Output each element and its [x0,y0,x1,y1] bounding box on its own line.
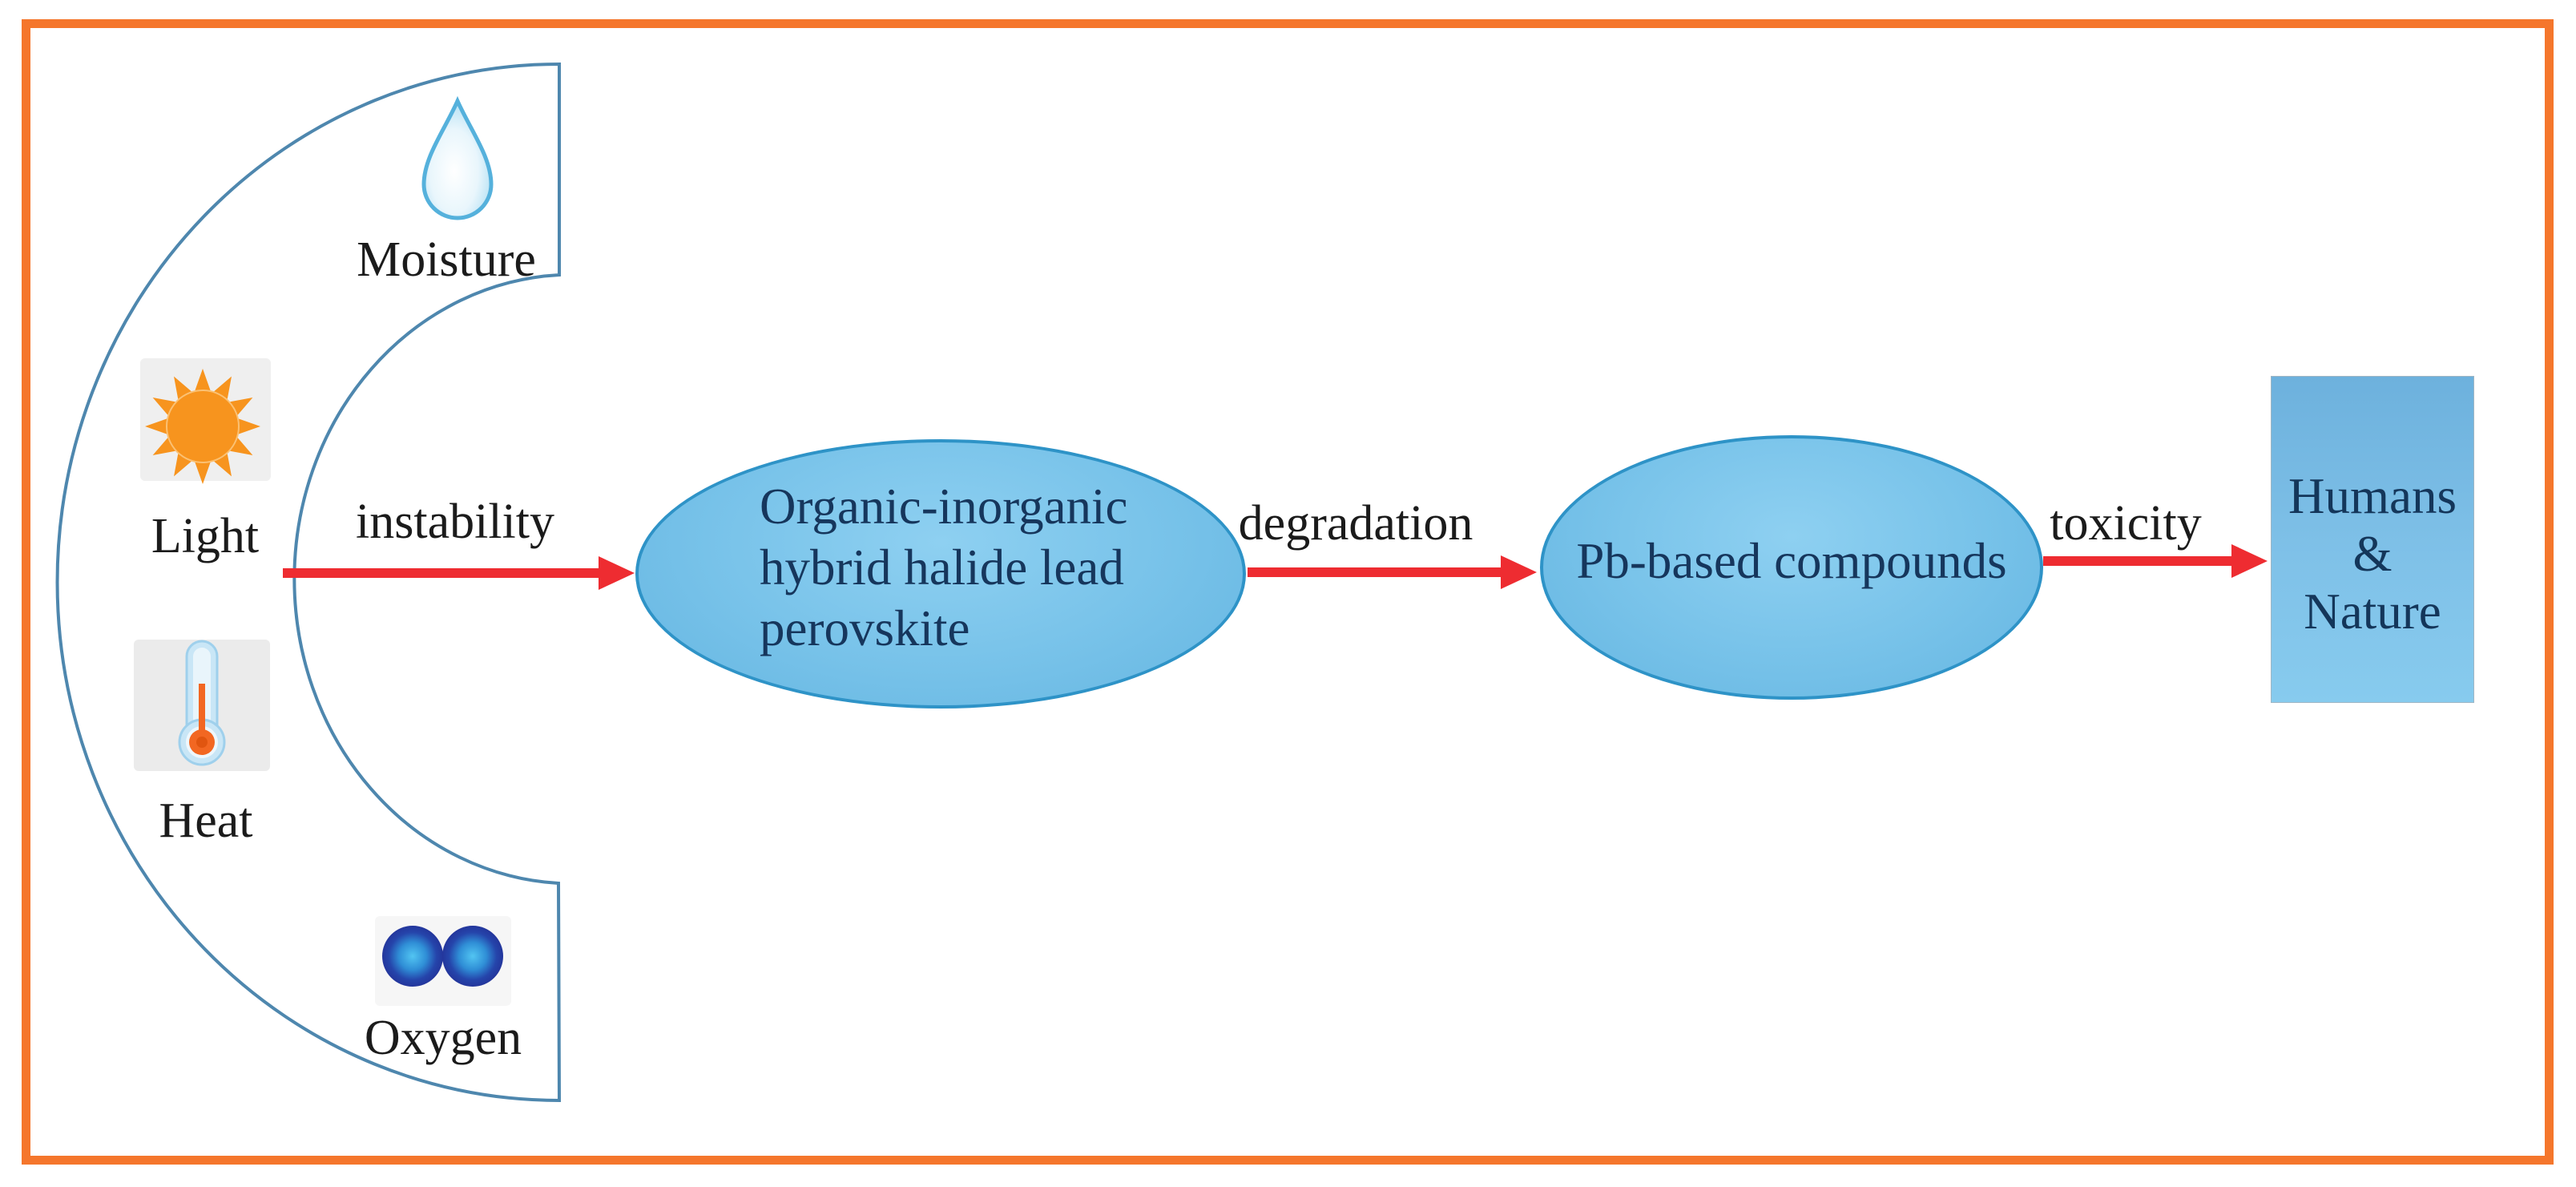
node-pb-compounds-text: Pb-based compounds [1576,533,2007,589]
node-perovskite-text: Organic-inorganic hybrid halide lead per… [760,478,1128,656]
figure-frame [22,19,2554,1165]
arrow-label-toxicity: toxicity [2050,496,2202,551]
toxicity-arrow [2043,544,2268,578]
factor-label-moisture: Moisture [357,232,536,287]
arrow-label-instability: instability [356,495,554,549]
water-droplet-icon [421,96,494,220]
node-pb-compounds [1540,435,2043,700]
node-perovskite [635,439,1246,709]
factor-label-light: Light [151,509,260,563]
factor-label-heat: Heat [159,793,253,848]
factor-label-oxygen: Oxygen [364,1011,522,1065]
arrow-label-degradation: degradation [1238,496,1473,551]
node-humans-nature-text: Humans & Nature [2288,468,2457,640]
sun-icon [145,369,260,484]
degradation-arrow [1248,555,1537,589]
oxygen-molecule-icon [382,926,503,987]
node-humans-nature: Humans & Nature [2271,376,2474,703]
instability-arrow [283,556,635,590]
environmental-factors-arc [55,62,562,1103]
thermometer-icon [178,640,226,766]
